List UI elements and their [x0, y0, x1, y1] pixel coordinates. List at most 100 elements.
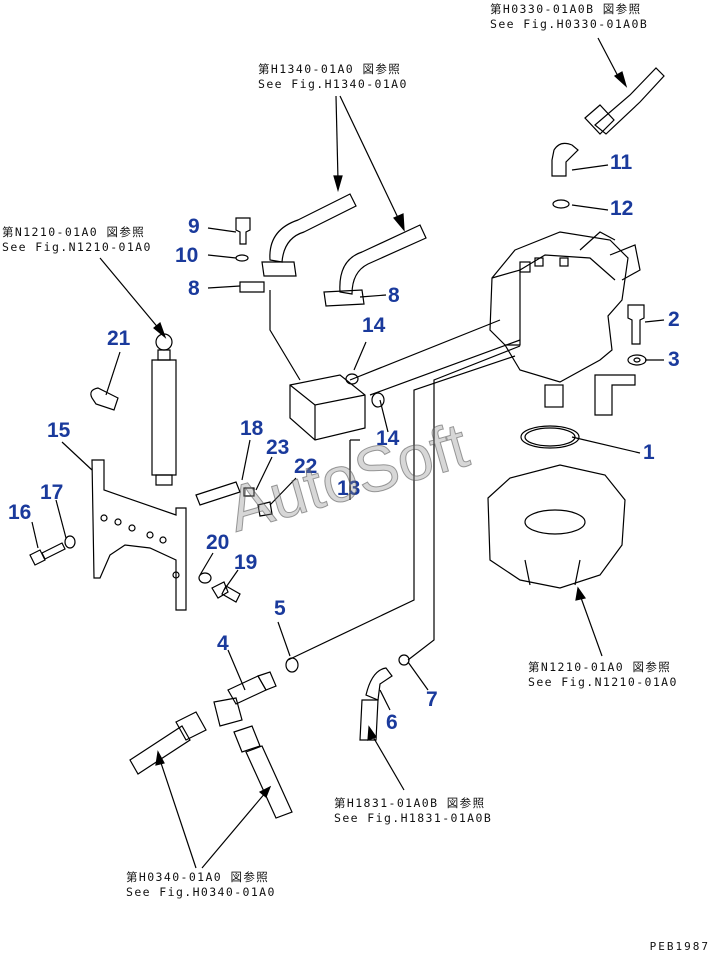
- ref-n1210-right: 第N1210-01A0 図参照 See Fig.N1210-01A0: [528, 660, 678, 690]
- part-outline: [175, 711, 207, 741]
- callout-7: 7: [426, 688, 438, 711]
- part-outline: [491, 269, 521, 346]
- part-outline: [155, 474, 173, 486]
- callout-14-upper: 14: [362, 314, 386, 337]
- leader-line: [644, 319, 665, 323]
- part-outline: [100, 514, 108, 522]
- arrowhead: [258, 785, 272, 798]
- callout-22: 22: [294, 455, 318, 478]
- part-outline: [524, 559, 581, 586]
- arrowhead: [393, 213, 405, 232]
- part-outline: [285, 657, 299, 673]
- part-outline: [91, 459, 187, 611]
- ref-h0330-jp: 第H0330-01A0B 図参照: [490, 2, 642, 16]
- leader-line: [379, 689, 391, 711]
- part-outline: [519, 261, 531, 273]
- part-outline: [551, 142, 579, 177]
- part-outline: [269, 193, 357, 263]
- part-outline: [627, 354, 647, 366]
- callout-4: 4: [217, 632, 229, 655]
- callout-18: 18: [240, 417, 264, 440]
- arrowhead: [333, 175, 343, 193]
- part-outline: [559, 257, 569, 267]
- leader-line: [269, 290, 301, 381]
- part-outline: [90, 387, 119, 411]
- leader-line: [571, 436, 641, 454]
- ref-n1210-left-en: See Fig.N1210-01A0: [2, 240, 152, 254]
- ref-n1210-left-jp: 第N1210-01A0 図参照: [2, 225, 146, 239]
- leader-line: [207, 285, 241, 289]
- ref-h0330: 第H0330-01A0B 図参照 See Fig.H0330-01A0B: [490, 2, 648, 32]
- part-outline: [211, 581, 229, 599]
- part-outline: [534, 257, 544, 267]
- leader-line: [241, 439, 251, 481]
- ref-h0330-en: See Fig.H0330-01A0B: [490, 17, 649, 31]
- ref-h1340: 第H1340-01A0 図参照 See Fig.H1340-01A0: [258, 62, 408, 92]
- leader-line: [199, 552, 214, 576]
- callout-15: 15: [47, 419, 71, 442]
- callout-14-lower: 14: [376, 427, 400, 450]
- part-outline: [584, 104, 615, 135]
- arrowhead: [575, 586, 587, 601]
- leader-n1210-right: [579, 594, 603, 657]
- part-outline: [221, 585, 241, 603]
- ref-h1831: 第H1831-01A0B 図参照 See Fig.H1831-01A0B: [334, 796, 492, 826]
- leader-line: [349, 319, 501, 381]
- callout-8-left: 8: [188, 277, 200, 300]
- arrowhead: [153, 321, 167, 339]
- part-outline: [519, 254, 616, 281]
- leader-line: [287, 355, 516, 661]
- leader-h0330: [597, 37, 621, 81]
- part-outline: [29, 549, 46, 566]
- part-outline: [128, 524, 136, 532]
- part-outline: [398, 654, 410, 666]
- ref-h1831-en: See Fig.H1831-01A0B: [334, 811, 493, 825]
- part-outline: [64, 535, 76, 549]
- leader-line: [407, 345, 521, 661]
- part-outline: [627, 304, 645, 345]
- part-outline: [157, 349, 171, 361]
- part-outline: [594, 374, 636, 416]
- ref-h1340-jp: 第H1340-01A0 図参照: [258, 62, 402, 76]
- part-outline: [235, 254, 249, 262]
- callout-2: 2: [668, 308, 680, 331]
- part-outline: [289, 374, 366, 441]
- part-outline: [243, 487, 255, 497]
- part-outline: [233, 725, 261, 753]
- part-outline: [245, 745, 293, 819]
- part-outline: [609, 244, 641, 281]
- leader-line: [571, 204, 609, 211]
- leader-n1210-left: [99, 257, 161, 331]
- callout-5: 5: [274, 597, 286, 620]
- callout-21: 21: [107, 327, 131, 350]
- part-outline: [257, 671, 277, 691]
- leader-line: [255, 456, 273, 491]
- leader-line: [61, 441, 93, 471]
- part-outline: [239, 281, 265, 293]
- part-outline: [339, 224, 427, 295]
- callout-3: 3: [668, 348, 680, 371]
- part-outline: [41, 542, 66, 560]
- part-outline: [323, 289, 365, 307]
- part-outline: [579, 231, 616, 251]
- part-outline: [544, 384, 564, 408]
- callout-23: 23: [266, 436, 290, 459]
- callout-17: 17: [40, 481, 64, 504]
- part-outline: [524, 427, 576, 447]
- ref-h0340: 第H0340-01A0 図参照 See Fig.H0340-01A0: [126, 870, 276, 900]
- part-outline: [151, 359, 177, 476]
- part-outline: [213, 697, 243, 727]
- drawing-code: PEB1987: [649, 940, 710, 953]
- leader-line: [207, 254, 237, 259]
- callout-20: 20: [206, 531, 230, 554]
- callout-1: 1: [643, 441, 655, 464]
- callout-19: 19: [234, 551, 258, 574]
- part-outline: [489, 231, 629, 383]
- leader-line: [31, 521, 39, 549]
- leader-h0340-a: [159, 759, 197, 869]
- ref-h0340-en: See Fig.H0340-01A0: [126, 885, 276, 899]
- part-outline: [633, 357, 641, 363]
- leader-line: [207, 227, 237, 233]
- part-outline: [520, 425, 580, 449]
